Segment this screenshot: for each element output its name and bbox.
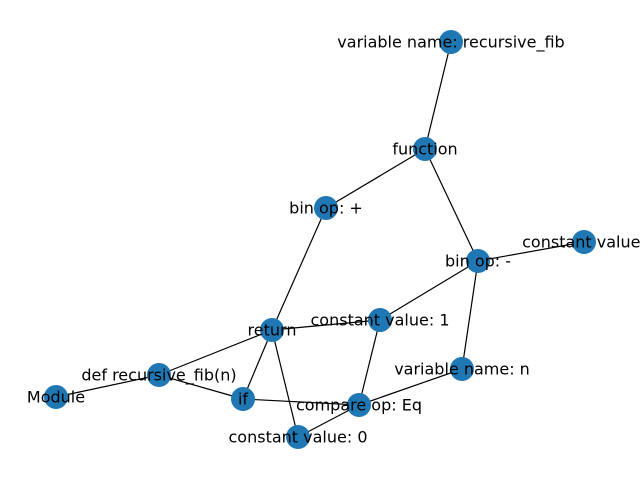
nodes-layer [44,30,596,449]
node-label-varn: variable name: n [394,360,530,379]
node-label-const2: constant value: [522,233,640,252]
node-const1 [368,308,392,332]
edge-binadd-function [325,148,426,209]
node-if [231,387,255,411]
node-label-binsub: bin op: - [445,252,511,271]
node-label-const0: constant value: 0 [229,428,368,447]
edge-binsub-function [424,148,479,262]
node-label-module: Module [27,388,85,407]
edge-return-const0 [271,329,299,438]
edge-module-def [55,374,160,398]
node-label-def: def recursive_fib(n) [81,366,236,386]
node-varfib [439,30,463,54]
edge-binsub-const2 [477,241,585,262]
node-binadd [314,196,338,220]
node-label-return: return [248,321,297,340]
edge-if-return [242,329,273,400]
edge-cmp-varn [358,368,463,406]
node-label-cmp: compare op: Eq [296,396,422,415]
node-function [413,137,437,161]
node-def [147,363,171,387]
node-label-varfib: variable name: recursive_fib [337,33,564,53]
edge-return-binadd [271,207,327,331]
node-const0 [286,425,310,449]
edge-function-varfib [424,41,452,150]
edge-cmp-const1 [358,319,381,406]
edge-def-return [158,329,273,376]
node-label-if: if [238,390,248,409]
node-cmp [347,393,371,417]
node-varn [450,357,474,381]
node-binsub [466,249,490,273]
node-return [260,318,284,342]
edge-def-if [158,374,244,400]
node-label-function: function [392,140,457,159]
edge-const1-binsub [379,260,479,321]
labels-layer: Module def recursive_fib(n)if return consta… [27,33,640,447]
edges-layer [55,41,585,438]
edge-varn-binsub [461,260,479,370]
edge-if-cmp [242,398,360,406]
node-module [44,385,68,409]
node-label-binadd: bin op: + [289,199,363,218]
edge-return-const1 [271,319,381,331]
node-const2 [572,230,596,254]
node-label-const1: constant value: 1 [311,311,450,330]
